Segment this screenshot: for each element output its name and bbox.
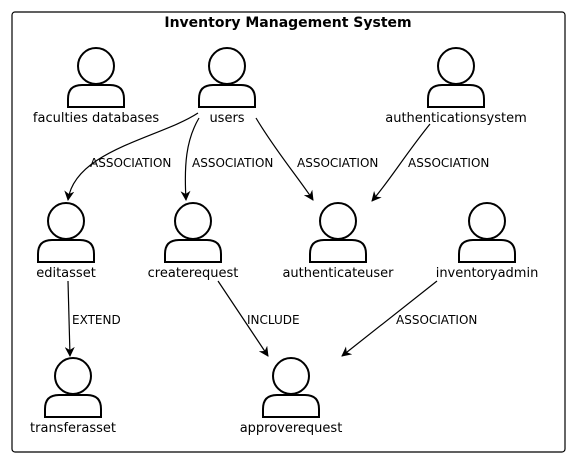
actor-head-icon [174, 202, 212, 240]
edge-line [64, 280, 75, 357]
edge-line [341, 280, 438, 357]
edge-label: ASSOCIATION [396, 313, 477, 327]
actor-body-icon [198, 84, 256, 108]
edge-users-createrequest: ASSOCIATION [180, 117, 273, 201]
actor-label: editasset [36, 266, 96, 281]
actor-inventoryadmin: inventoryadmin [436, 202, 539, 281]
actor-head-icon [272, 357, 310, 395]
actor-label: faculties databases [33, 111, 159, 126]
actor-body-icon [262, 394, 320, 418]
actor-body-icon [67, 84, 125, 108]
edge-label: ASSOCIATION [297, 156, 378, 170]
edge-label: ASSOCIATION [408, 156, 489, 170]
edge-line [371, 123, 431, 202]
system-boundary [11, 11, 566, 453]
actor-approverequest: approverequest [240, 357, 343, 436]
edge-label: ASSOCIATION [192, 156, 273, 170]
edge-label: EXTEND [72, 313, 121, 327]
actor-head-icon [468, 202, 506, 240]
actor-head-icon [77, 47, 115, 85]
actor-label: approverequest [240, 421, 343, 436]
edge-users-editasset: ASSOCIATION [64, 112, 199, 201]
system-title: Inventory Management System [164, 15, 411, 31]
actor-label: createrequest [148, 266, 239, 281]
actor-authenticationsystem: authenticationsystem [385, 47, 527, 126]
actor-head-icon [437, 47, 475, 85]
edge-createrequest-approverequest: INCLUDE [217, 280, 300, 357]
edge-users-authenticateuser: ASSOCIATION [255, 117, 378, 201]
actor-body-icon [309, 239, 367, 263]
actor-body-icon [427, 84, 485, 108]
edge-line [180, 117, 200, 201]
edge-label: ASSOCIATION [90, 156, 171, 170]
actor-body-icon [37, 239, 95, 263]
actor-createrequest: createrequest [148, 202, 239, 281]
actor-label: transferasset [30, 421, 116, 436]
actor-label: authenticateuser [282, 266, 394, 281]
actor-label: authenticationsystem [385, 111, 527, 126]
actor-head-icon [47, 202, 85, 240]
actor-label: users [209, 111, 244, 126]
edge-line [217, 280, 269, 357]
actor-head-icon [208, 47, 246, 85]
actor-body-icon [458, 239, 516, 263]
edge-inventoryadmin-approverequest: ASSOCIATION [341, 280, 477, 357]
actor-editasset: editasset [36, 202, 96, 281]
edge-label: INCLUDE [247, 313, 300, 327]
actor-transferasset: transferasset [30, 357, 116, 436]
actor-authenticateuser: authenticateuser [282, 202, 394, 281]
edge-line [255, 117, 314, 201]
edge-authsys-authenticateuser: ASSOCIATION [371, 123, 489, 202]
actor-faculties: faculties databases [33, 47, 159, 126]
edge-editasset-transferasset: EXTEND [64, 280, 121, 357]
edge-line [64, 112, 199, 201]
actor-body-icon [44, 394, 102, 418]
actor-body-icon [164, 239, 222, 263]
actor-users: users [198, 47, 256, 126]
actor-head-icon [54, 357, 92, 395]
actor-head-icon [319, 202, 357, 240]
actor-label: inventoryadmin [436, 266, 539, 281]
